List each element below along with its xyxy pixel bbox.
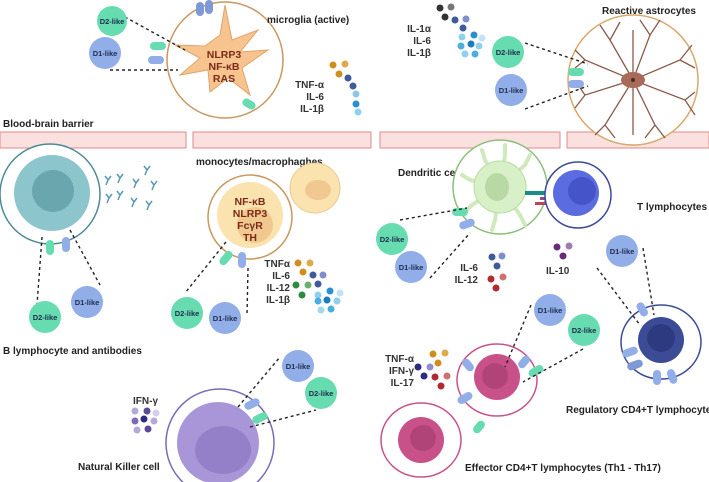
- d1-receptor: D1-like: [282, 350, 314, 382]
- d1-receptor: D1-like: [71, 286, 103, 318]
- bbb-label: Blood-brain barrier: [3, 119, 94, 130]
- d1-receptor: D1-like: [606, 235, 638, 267]
- svg-text:D2-like: D2-like: [33, 313, 58, 322]
- cytokine-cluster: [414, 349, 451, 390]
- connector-line: [429, 232, 471, 279]
- svg-text:D1-like: D1-like: [399, 263, 424, 272]
- astrocyte-cell: [567, 14, 699, 146]
- d1-receptor: D1-like: [395, 251, 427, 283]
- svg-text:D1-like: D1-like: [93, 49, 118, 58]
- cytokine-cluster: [292, 259, 344, 314]
- cytokine-cluster: [487, 252, 507, 292]
- cytokine-label: IL-1β: [266, 295, 290, 306]
- connector-line: [642, 247, 655, 316]
- connector-line: [596, 267, 641, 326]
- d2-receptor: D2-like: [492, 36, 524, 68]
- svg-text:D1-like: D1-like: [213, 314, 238, 323]
- svg-text:D2-like: D2-like: [496, 48, 521, 57]
- d2-receptor: D2-like: [171, 297, 203, 329]
- monocyte-marker: FcγR: [237, 220, 263, 232]
- connector-line: [524, 85, 589, 110]
- cytokine-label: IL-6: [272, 271, 290, 282]
- t-lymphocytes-label: T lymphocytes: [637, 202, 707, 213]
- cytokine-label: TNFα: [264, 259, 290, 270]
- d2-receptor: D2-like: [97, 6, 127, 36]
- cytokine-label: IL-12: [455, 275, 479, 286]
- regulatory-t-label: Regulatory CD4+T lymphocyte: [566, 405, 709, 416]
- connector-line: [246, 267, 249, 316]
- nk-label: Natural Killer cell: [78, 462, 160, 473]
- cytokine-cluster: [553, 242, 573, 260]
- antibodies: [104, 165, 158, 211]
- d2-receptor: D2-like: [29, 301, 61, 333]
- nk-cell: [165, 388, 275, 482]
- cytokine-label: IL-17: [391, 378, 415, 389]
- svg-text:D2-like: D2-like: [175, 309, 200, 318]
- cytokine-label: IL-1α: [407, 24, 432, 35]
- cytokine-label: IL-6: [413, 36, 431, 47]
- monocytes-label: monocytes/macrophaghes: [196, 157, 323, 168]
- svg-text:D2-like: D2-like: [309, 389, 334, 398]
- monocyte-marker: NF-κB: [235, 196, 266, 208]
- svg-text:D2-like: D2-like: [572, 326, 597, 335]
- microglia-marker: NLRP3: [207, 49, 242, 61]
- dendritic-cell: [452, 139, 548, 235]
- svg-text:D2-like: D2-like: [380, 235, 405, 244]
- cytokine-label: IL-1β: [300, 104, 324, 115]
- svg-text:D1-like: D1-like: [538, 306, 563, 315]
- astrocytes-label: Reactive astrocytes: [602, 6, 696, 17]
- connector-line: [69, 229, 101, 286]
- cytokine-label: TNF-α: [295, 80, 325, 91]
- d1-receptor: D1-like: [209, 302, 241, 334]
- cytokine-label: IFN-γ: [133, 396, 158, 407]
- regulatory-t-cell: [620, 302, 702, 385]
- cytokine-label: IL-6: [306, 92, 324, 103]
- connector-line: [36, 236, 43, 306]
- d1-receptor: D1-like: [89, 37, 121, 69]
- b-lymphocyte-label: B lymphocyte and antibodies: [3, 346, 142, 357]
- svg-text:D1-like: D1-like: [610, 247, 635, 256]
- d2-receptor: D2-like: [376, 223, 408, 255]
- cytokine-cluster: [329, 60, 362, 116]
- dendritic-label: Dendritic cell: [398, 168, 461, 179]
- microglia-label: microglia (active): [267, 15, 349, 26]
- connector-line: [184, 241, 227, 294]
- cytokine-label: IL-10: [546, 266, 570, 277]
- effector-t-label: Effector CD4+T lymphocytes (Th1 - Th17): [465, 463, 661, 474]
- cytokine-cluster: [436, 3, 486, 58]
- microglia-marker: RAS: [213, 73, 235, 85]
- connector-line: [524, 42, 589, 65]
- svg-text:D1-like: D1-like: [286, 362, 311, 371]
- svg-text:D1-like: D1-like: [75, 298, 100, 307]
- cytokine-label: IL-12: [267, 283, 291, 294]
- macrophage-cell: [289, 162, 341, 214]
- connector-line: [504, 304, 532, 368]
- microglia-marker: NF-κB: [209, 61, 240, 73]
- cytokine-cluster: [131, 407, 160, 434]
- d1-receptor: D1-like: [495, 74, 527, 106]
- cytokine-label: IL-1β: [407, 48, 431, 59]
- monocyte-marker: TH: [243, 232, 257, 244]
- connector-line: [399, 207, 468, 221]
- connector-line: [249, 409, 317, 428]
- t-lymphocyte-cell: [544, 161, 612, 229]
- d2-receptor: D2-like: [568, 314, 600, 346]
- b-lymphocyte-cell: [0, 143, 101, 255]
- d2-receptor: D2-like: [305, 377, 337, 409]
- cytokine-label: IL-6: [460, 263, 478, 274]
- monocyte-marker: NLRP3: [233, 208, 268, 220]
- effector-t-cell: [456, 343, 544, 434]
- svg-text:D1-like: D1-like: [499, 86, 524, 95]
- cytokine-label: TNF-α: [385, 354, 415, 365]
- d1-receptor: D1-like: [534, 294, 566, 326]
- effector-t-cell: [380, 402, 462, 478]
- microglia-cell: [148, 0, 284, 119]
- monocyte-cell: [207, 174, 293, 268]
- cytokine-label: IFN-γ: [389, 366, 414, 377]
- svg-text:D2-like: D2-like: [100, 17, 125, 26]
- connector-line: [237, 356, 281, 408]
